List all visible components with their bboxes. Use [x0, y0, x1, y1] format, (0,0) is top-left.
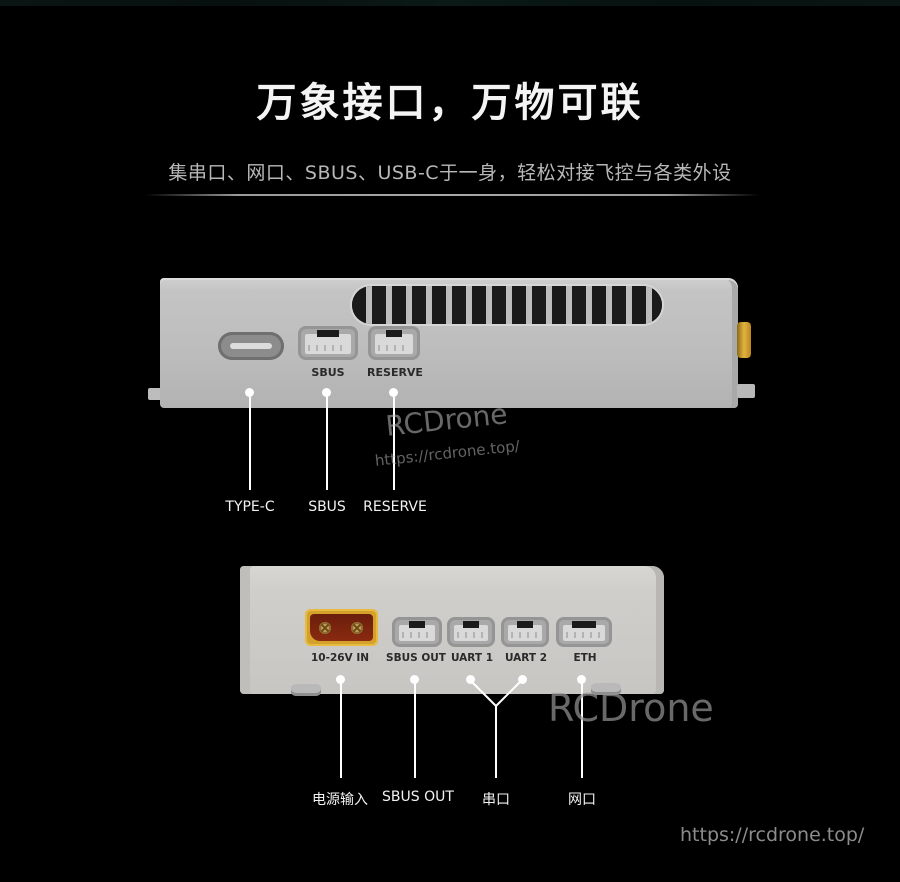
page-title: 万象接口，万物可联 [256, 80, 644, 126]
callout-line [393, 395, 395, 490]
callout-dot [245, 388, 254, 397]
sbus-port-icon [298, 326, 358, 360]
callout-sbus-out: SBUS OUT [382, 789, 454, 805]
callout-type-c: TYPE-C [225, 499, 275, 515]
uart2-port-icon [501, 617, 549, 647]
callout-network: 网口 [568, 792, 596, 808]
antenna-connector-icon [737, 322, 751, 358]
vent-grille [352, 286, 662, 324]
xt30-power-port-icon [305, 609, 378, 646]
device-foot [291, 684, 321, 696]
callout-dot [322, 388, 331, 397]
callout-power-input: 电源输入 [312, 792, 368, 808]
mount-tab-left [148, 388, 162, 400]
sbus-out-port-icon [392, 617, 442, 647]
device-foot [591, 683, 621, 695]
reserve-port-icon [368, 326, 420, 360]
port-label-sbus-out: SBUS OUT [386, 652, 446, 664]
uart-branch-lines [469, 679, 523, 778]
top-edge-glow [0, 0, 900, 6]
port-label-uart1: UART 1 [450, 652, 494, 664]
port-label-sbus: SBUS [311, 366, 345, 379]
usb-c-port-icon [218, 332, 284, 360]
callout-line [581, 682, 583, 778]
callout-line [414, 682, 416, 778]
watermark-footer-url: https://rcdrone.top/ [680, 824, 865, 846]
eth-port-icon [556, 617, 612, 647]
callout-serial: 串口 [482, 792, 510, 808]
callout-line [249, 395, 251, 490]
uart1-port-icon [447, 617, 495, 647]
watermark-brand-large: RCDrone [548, 686, 714, 730]
subtitle-divider [145, 194, 760, 196]
port-label-reserve: RESERVE [367, 366, 423, 379]
callout-sbus: SBUS [308, 499, 346, 515]
page-subtitle: 集串口、网口、SBUS、USB-C于一身，轻松对接飞控与各类外设 [168, 162, 732, 184]
mount-tab-right [737, 384, 755, 398]
callout-line [340, 682, 342, 778]
port-label-uart2: UART 2 [504, 652, 548, 664]
callout-dot [577, 675, 586, 684]
callout-dot [389, 388, 398, 397]
callout-line [326, 395, 328, 490]
port-label-power-in: 10-26V IN [310, 652, 370, 664]
callout-dot [410, 675, 419, 684]
port-label-eth: ETH [573, 652, 597, 664]
callout-dot [336, 675, 345, 684]
callout-reserve: RESERVE [363, 499, 427, 515]
callout-dot [518, 675, 527, 684]
